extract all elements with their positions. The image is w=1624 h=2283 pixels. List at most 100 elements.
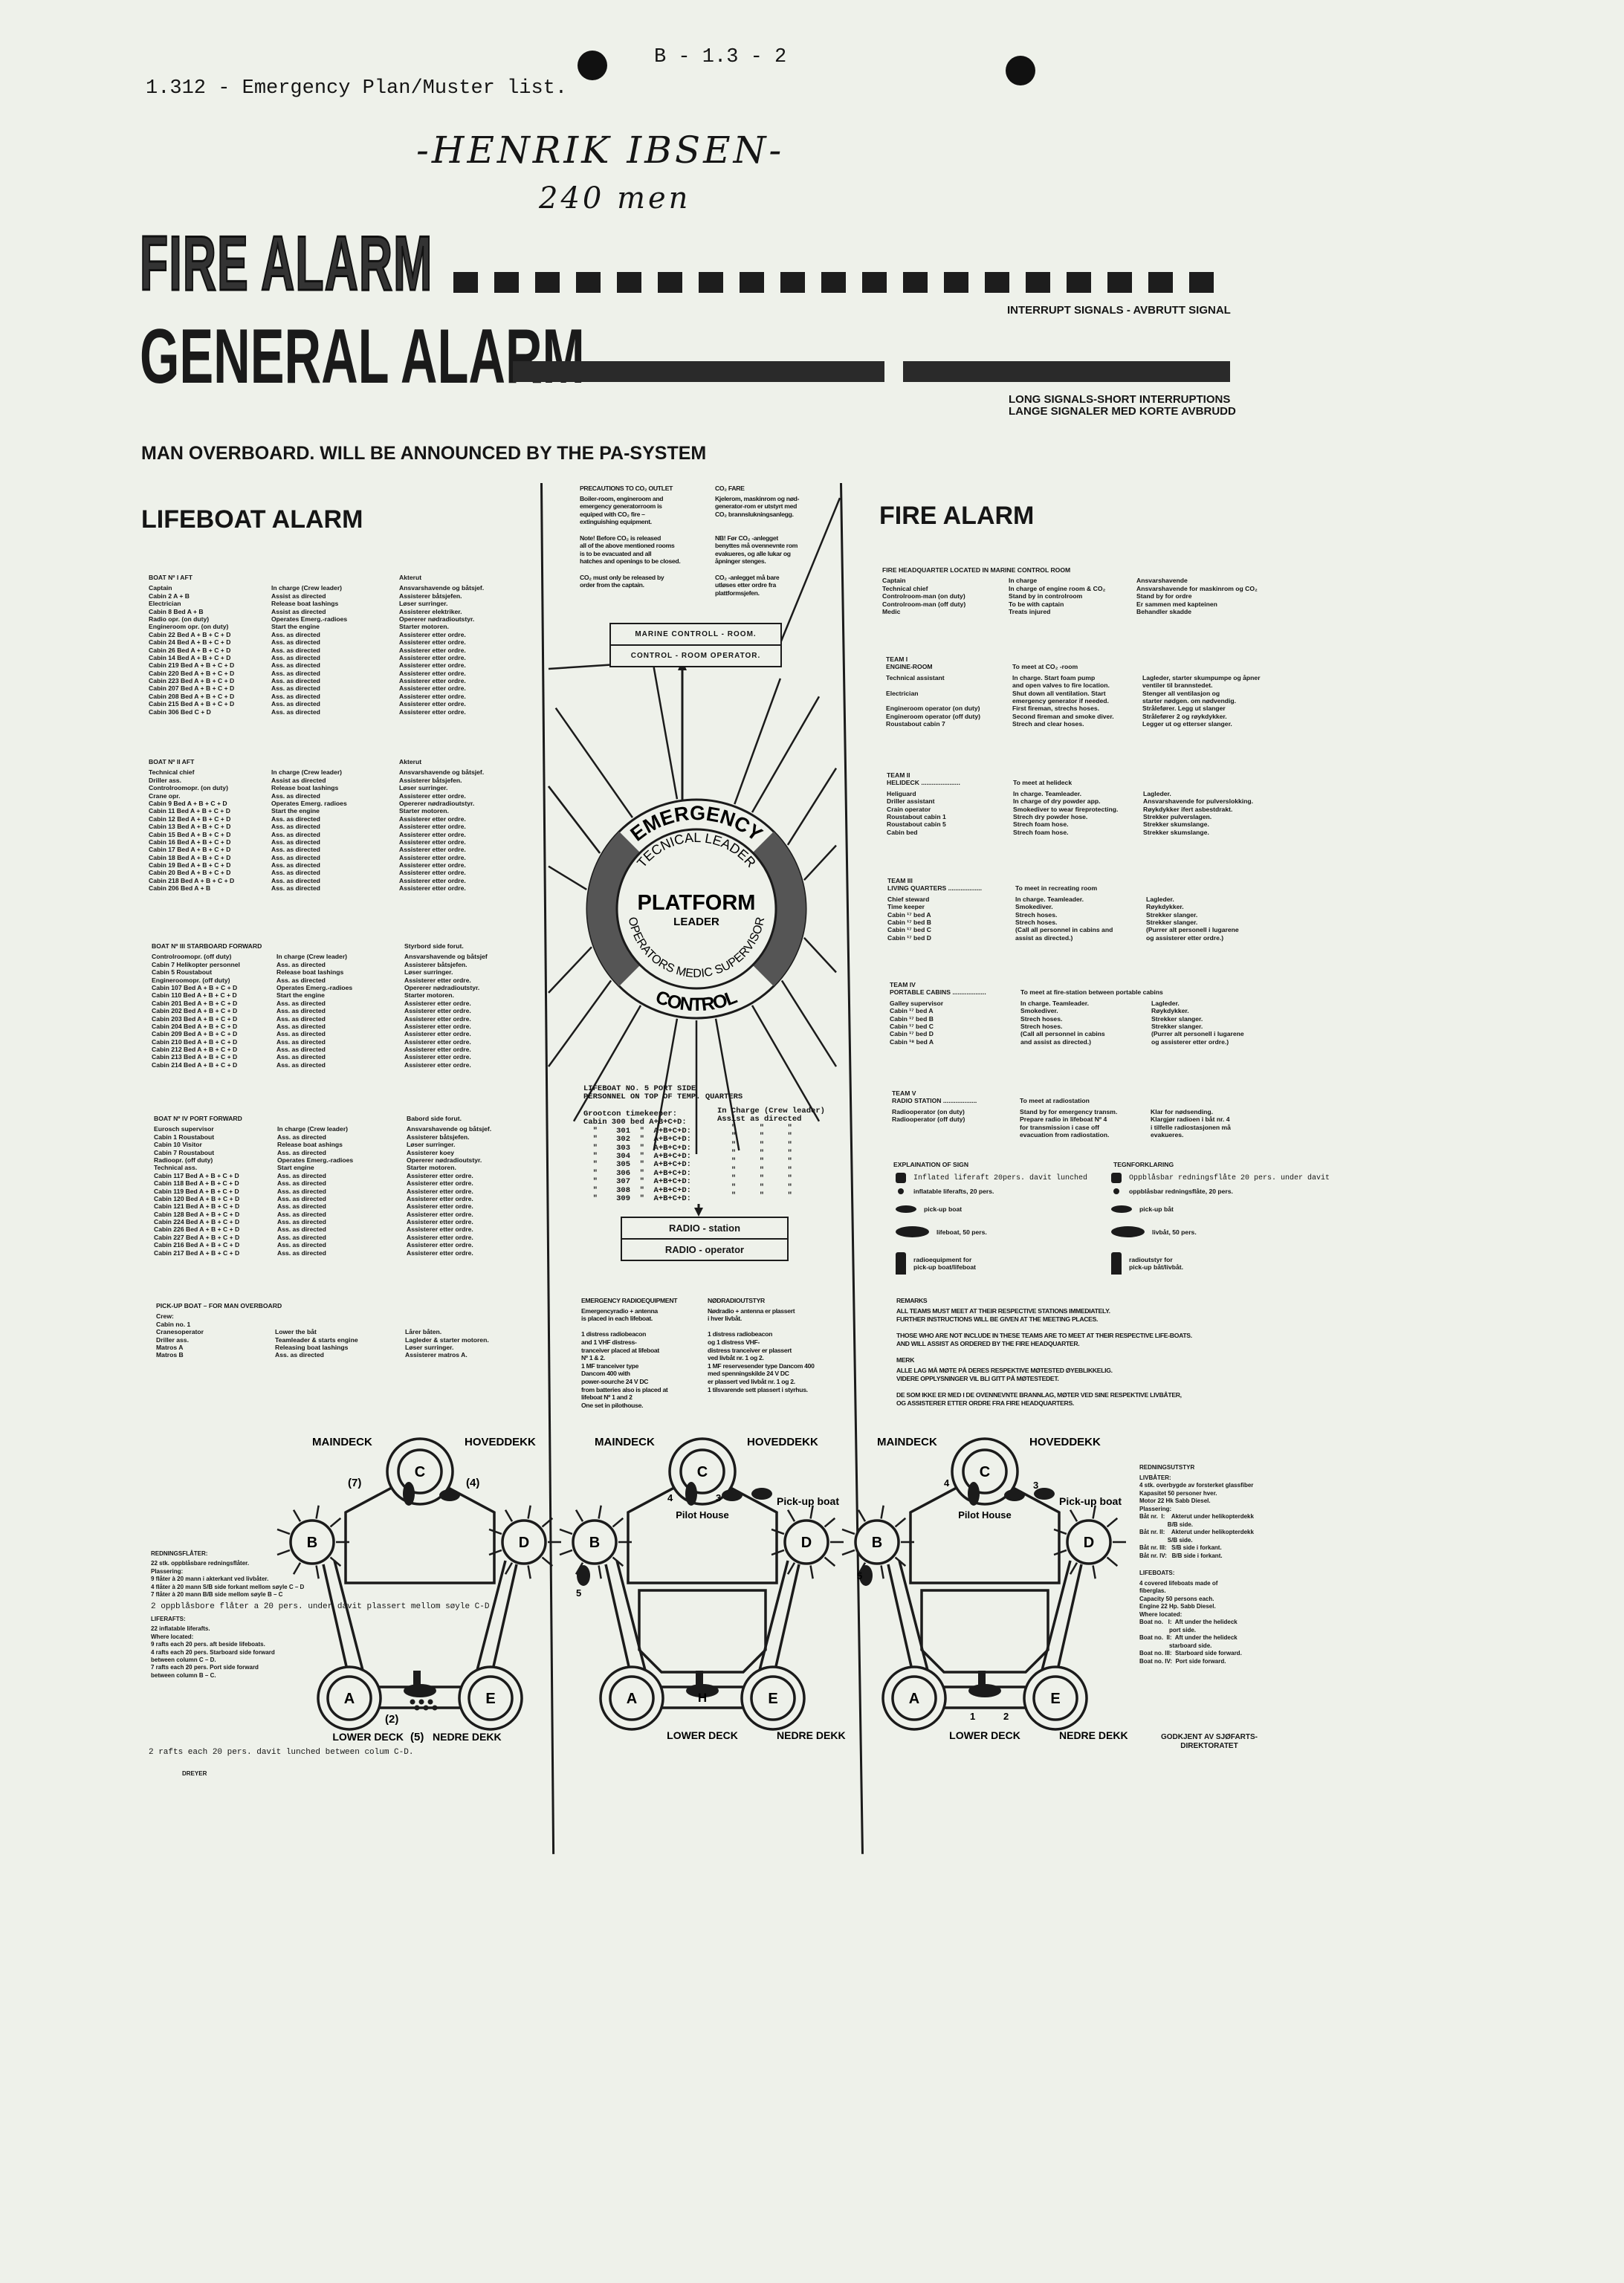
lower-hull-outline	[920, 1589, 1049, 1674]
signal-dash	[658, 272, 682, 293]
signal-dash	[985, 272, 1009, 293]
raft-count-label: (7)	[348, 1477, 361, 1489]
duty-cell: Assist as directed	[271, 776, 326, 784]
duty-norwegian-cell: starter nødgen. om nødvendig.	[1142, 696, 1237, 705]
duty-norwegian-cell: Assisterer etter ordre.	[407, 1225, 473, 1234]
person-cell: Driller assistant	[887, 797, 935, 806]
section-header: TEAM II HELIDECK ......................	[887, 771, 960, 787]
lifeboat-icon	[968, 1684, 1001, 1697]
legend-label: oppblåsbar redningsflåte, 20 pers.	[1129, 1188, 1233, 1195]
duty-cell: Operates Emerg. radioes	[271, 799, 347, 807]
person-cell: Cabin ¹⁷ bed D	[890, 1030, 934, 1038]
duty-cell: Ass. as directed	[277, 1210, 326, 1218]
person-cell: Radioopr. (off duty)	[154, 1156, 213, 1164]
duty-cell: Start the engine	[271, 807, 320, 815]
liferaft-icon	[423, 1705, 429, 1711]
ray-line	[653, 667, 679, 800]
duty-norwegian-cell: ventiler til brannstedet.	[1142, 681, 1213, 690]
person-cell: Technical chief	[149, 768, 195, 777]
duty-norwegian-cell: (Purrer alt personell i lugarene	[1146, 926, 1239, 934]
duty-norwegian-cell: Behandler skadde	[1136, 607, 1192, 615]
person-cell: Cabin ¹⁷ bed C	[887, 926, 931, 934]
person-cell: Electrician	[149, 600, 181, 608]
person-cell: Captain	[149, 584, 172, 592]
spoke-line	[559, 1528, 573, 1535]
big-oval-icon	[1111, 1226, 1145, 1237]
duty-norwegian-cell: Assisterer etter ordre.	[399, 869, 466, 877]
liferaft-icon	[418, 1699, 424, 1705]
column-leg	[1054, 1564, 1083, 1680]
printer-mark: DREYER	[182, 1770, 207, 1777]
duty-norwegian-cell: i tilfelle radiostasjonen må	[1151, 1123, 1231, 1131]
section-header: TEAM V RADIO STATION ...................	[892, 1089, 977, 1105]
duty-norwegian-cell: (Purrer alt personell i lugarene	[1151, 1030, 1244, 1038]
duty-cell: Strech hoses.	[1020, 1022, 1063, 1030]
duty-cell: Ass. as directed	[277, 1148, 326, 1156]
duty-norwegian-cell: Assisterer etter ordre.	[404, 1046, 471, 1054]
section-header-norwegian: Akterut	[399, 574, 422, 581]
column-label: C	[697, 1464, 708, 1480]
duty-cell: To be with captain	[1009, 600, 1064, 608]
column-e	[468, 1675, 514, 1721]
meeting-point: To meet at CO₂ -room	[1012, 663, 1078, 671]
duty-norwegian-cell: Strålefører. Legg ut slanger	[1142, 705, 1226, 713]
ray-line	[751, 696, 821, 813]
duty-cell: Ass. as directed	[271, 692, 320, 700]
duty-cell: Start the engine	[276, 991, 325, 1000]
duty-cell: In charge. Teamleader.	[1020, 999, 1090, 1007]
duty-norwegian-cell: Røykdykker.	[1146, 903, 1184, 911]
person-cell: Cabin 207 Bed A + B + C + D	[149, 684, 235, 693]
boat-number-label: 3	[716, 1492, 721, 1503]
duty-cell: Assist as directed	[271, 607, 326, 615]
duty-norwegian-cell: Løser surringer.	[407, 1141, 456, 1149]
duty-norwegian-cell: Assisterer etter ordre.	[399, 653, 466, 661]
duty-cell: Ass. as directed	[277, 1218, 326, 1226]
column-e	[1032, 1675, 1078, 1721]
duty-cell: Ass. as directed	[277, 1133, 326, 1141]
spoke-line	[880, 1505, 884, 1519]
lifeboat-icon	[404, 1684, 436, 1697]
duty-cell: Ass. as directed	[276, 1037, 326, 1046]
person-cell: Controlroomopr. (off duty)	[152, 953, 232, 961]
ring-label-leader: LEADER	[673, 916, 719, 928]
nedre-dekk-label: NEDRE DEKK	[433, 1731, 502, 1743]
signal-dash	[1067, 272, 1091, 293]
duty-norwegian-cell: Assisterer etter ordre.	[407, 1202, 473, 1211]
person-cell: Cabin ¹⁷ bed D	[887, 933, 931, 942]
duty-cell: Smokediver to wear fireprotecting.	[1013, 805, 1119, 813]
maindeck-label: MAINDECK	[877, 1436, 937, 1448]
nodradio-title: NØDRADIOUTSTYR	[708, 1297, 765, 1304]
person-cell: Engineroom operator (on duty)	[886, 705, 980, 713]
duty-norwegian-cell: Strekker pulverslagen.	[1143, 812, 1212, 820]
ray-line	[548, 786, 601, 854]
spoke-line	[315, 1505, 320, 1519]
long-signal-label-no: LANGE SIGNALER MED KORTE AVBRUDD	[1009, 405, 1236, 418]
person-cell: Cabin 7 Roustabout	[154, 1148, 215, 1156]
table-row: and open valves to fire location.ventile…	[886, 681, 1213, 689]
signal-dash	[780, 272, 805, 293]
spoke-line	[1053, 1549, 1067, 1556]
person-cell: Eurosch supervisor	[154, 1125, 214, 1133]
duty-norwegian-cell: Assisterer etter ordre.	[399, 669, 466, 677]
column-label: C	[980, 1464, 990, 1480]
duty-cell: Releasing boat lashings	[275, 1343, 349, 1351]
team-4-table: TEAM IV PORTABLE CABINS ................…	[890, 981, 1244, 1046]
spoke-line	[894, 1517, 907, 1528]
spoke-line	[276, 1549, 291, 1556]
duty-norwegian-cell: Opererer nødradioutstyr.	[399, 615, 475, 623]
column-leg	[887, 1564, 916, 1680]
